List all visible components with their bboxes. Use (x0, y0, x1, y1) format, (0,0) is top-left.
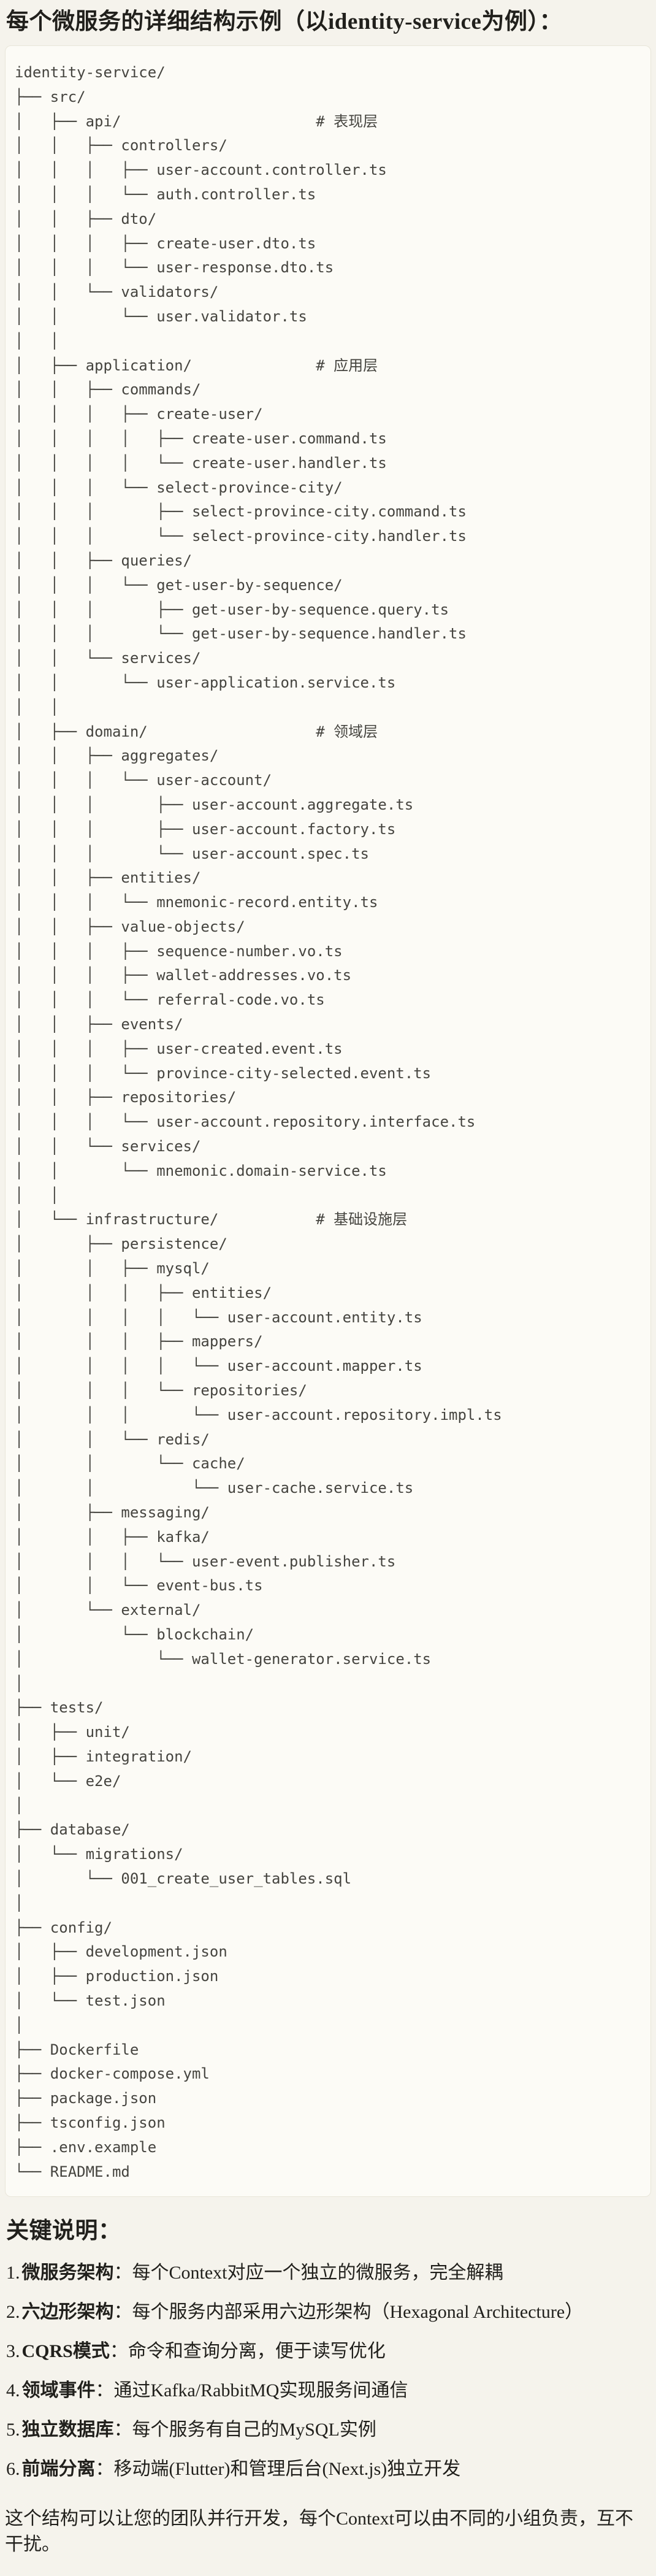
note-description: ：通过Kafka/RabbitMQ实现服务间通信 (95, 2380, 408, 2401)
note-item: 5.独立数据库：每个服务有自己的MySQL实例 (6, 2418, 651, 2442)
note-description: ：每个服务内部采用六边形架构（Hexagonal Architecture） (113, 2302, 584, 2323)
note-description: ：每个Context对应一个独立的微服务，完全解耦 (113, 2263, 503, 2283)
note-term: 微服务架构 (21, 2263, 114, 2283)
note-term: 独立数据库 (21, 2420, 114, 2440)
note-item: 3.CQRS模式：命令和查询分离，便于读写优化 (6, 2339, 651, 2364)
note-term: 六边形架构 (21, 2302, 114, 2323)
note-description: ：命令和查询分离，便于读写优化 (109, 2341, 386, 2362)
note-number: 3. (6, 2341, 20, 2362)
note-term: CQRS模式 (21, 2341, 110, 2362)
note-item: 1.微服务架构：每个Context对应一个独立的微服务，完全解耦 (6, 2261, 651, 2285)
note-number: 4. (6, 2380, 20, 2401)
code-block: identity-service/ ├── src/ │ ├── api/ # … (5, 45, 651, 2198)
note-number: 5. (6, 2420, 20, 2440)
note-number: 1. (6, 2263, 20, 2283)
note-item: 6.前端分离：移动端(Flutter)和管理后台(Next.js)独立开发 (6, 2457, 651, 2482)
notes-list: 1.微服务架构：每个Context对应一个独立的微服务，完全解耦 2.六边形架构… (5, 2261, 651, 2482)
note-item: 4.领域事件：通过Kafka/RabbitMQ实现服务间通信 (6, 2379, 651, 2403)
note-term: 领域事件 (21, 2380, 96, 2401)
notes-heading: 关键说明： (6, 2218, 121, 2244)
note-description: ：移动端(Flutter)和管理后台(Next.js)独立开发 (95, 2459, 461, 2480)
note-number: 2. (6, 2302, 20, 2323)
page-title: 每个微服务的详细结构示例（以identity-service为例）： (6, 9, 562, 34)
note-item: 2.六边形架构：每个服务内部采用六边形架构（Hexagonal Architec… (6, 2300, 651, 2325)
note-number: 6. (6, 2459, 20, 2480)
note-description: ：每个服务有自己的MySQL实例 (113, 2420, 376, 2440)
directory-tree: identity-service/ ├── src/ │ ├── api/ # … (15, 64, 502, 2180)
closing-paragraph: 这个结构可以让您的团队并行开发，每个Context可以由不同的小组负责，互不干扰… (5, 2509, 633, 2555)
note-term: 前端分离 (21, 2459, 96, 2480)
